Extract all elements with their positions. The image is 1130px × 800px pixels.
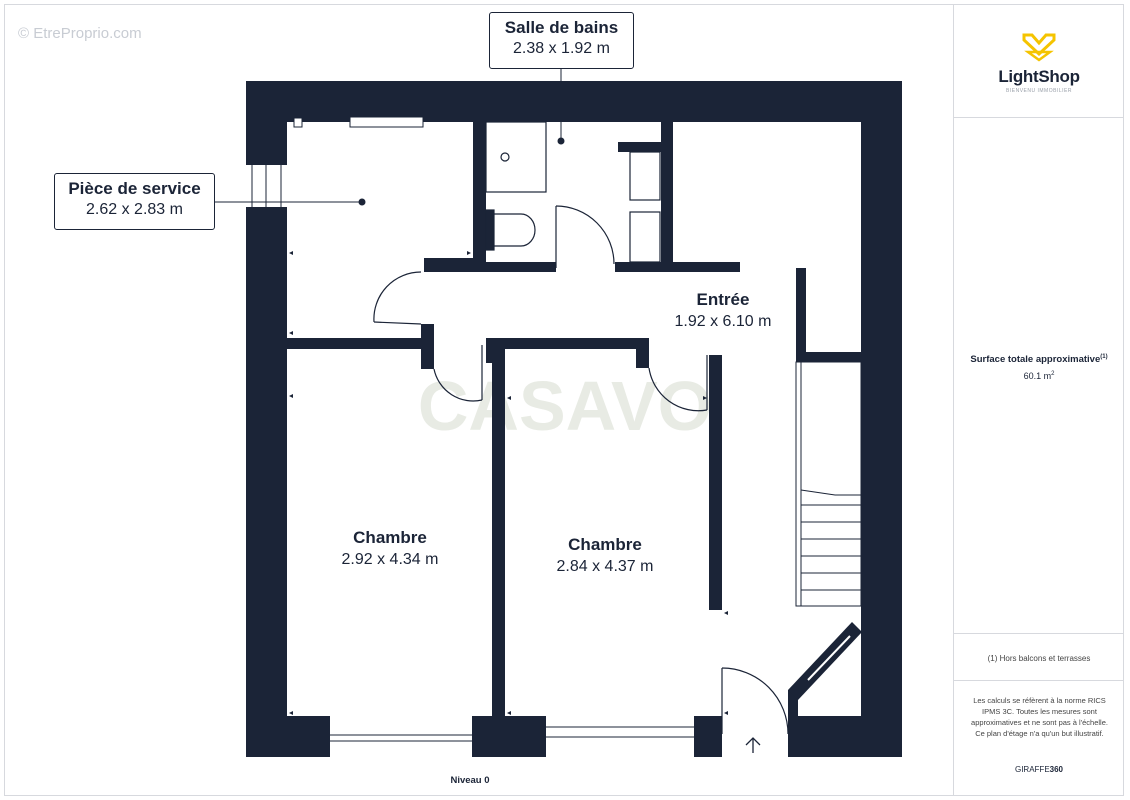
divider [954, 633, 1124, 634]
divider [954, 680, 1124, 681]
wall-markers [289, 251, 802, 715]
room-chambre-1: Chambre 2.92 x 4.34 m [315, 527, 465, 571]
lightshop-logo-icon [1022, 33, 1056, 62]
floor-plan: CASAVO [215, 68, 902, 757]
divider [954, 117, 1124, 118]
room-dims: 2.62 x 2.83 m [86, 201, 183, 218]
entrance-opening [722, 716, 788, 757]
room-name: Pièce de service [68, 179, 201, 198]
room-name: Salle de bains [504, 18, 619, 37]
label-piece-de-service: Pièce de service 2.62 x 2.83 m [54, 173, 215, 230]
site-watermark: © EtreProprio.com [18, 25, 142, 42]
room-name: Chambre [568, 535, 642, 554]
door-swings [373, 205, 789, 735]
disclaimer: Les calculs se réfèrent à la norme RICS … [971, 696, 1108, 738]
room-dims: 1.92 x 6.10 m [674, 313, 772, 330]
logo-text: LightShop [998, 67, 1080, 86]
surface-value: 60.1 m2 [1023, 371, 1055, 382]
room-name: Chambre [353, 528, 427, 547]
surface-title: Surface totale approximative(1) [970, 354, 1108, 366]
plan-watermark: CASAVO [418, 367, 712, 445]
label-salle-de-bains: Salle de bains 2.38 x 1.92 m [489, 12, 634, 69]
label-leaders [215, 68, 562, 203]
fixtures [485, 121, 661, 263]
room-dims: 2.92 x 4.34 m [341, 551, 439, 568]
footnote: (1) Hors balcons et terrasses [987, 654, 1091, 663]
staircase [795, 361, 862, 607]
windows [246, 116, 694, 757]
room-entree: Entrée 1.92 x 6.10 m [648, 289, 798, 333]
info-sidebar: LightShop BIENVENU IMMOBILIER Surface to… [953, 4, 1124, 796]
entrance-arrow-icon [745, 737, 761, 753]
room-chambre-2: Chambre 2.84 x 4.37 m [530, 534, 680, 578]
page-frame [4, 4, 1124, 796]
room-name: Entrée [696, 290, 750, 309]
room-dims: 2.38 x 1.92 m [513, 40, 610, 57]
level-label: Niveau 0 [450, 775, 490, 786]
room-dims: 2.84 x 4.37 m [556, 558, 654, 575]
logo-subtitle: BIENVENU IMMOBILIER [1006, 88, 1072, 94]
brand: GIRAFFE360 [1014, 765, 1064, 774]
logo: LightShop BIENVENU IMMOBILIER [954, 32, 1124, 94]
surface-block: Surface totale approximative(1) 60.1 m2 [954, 354, 1124, 381]
